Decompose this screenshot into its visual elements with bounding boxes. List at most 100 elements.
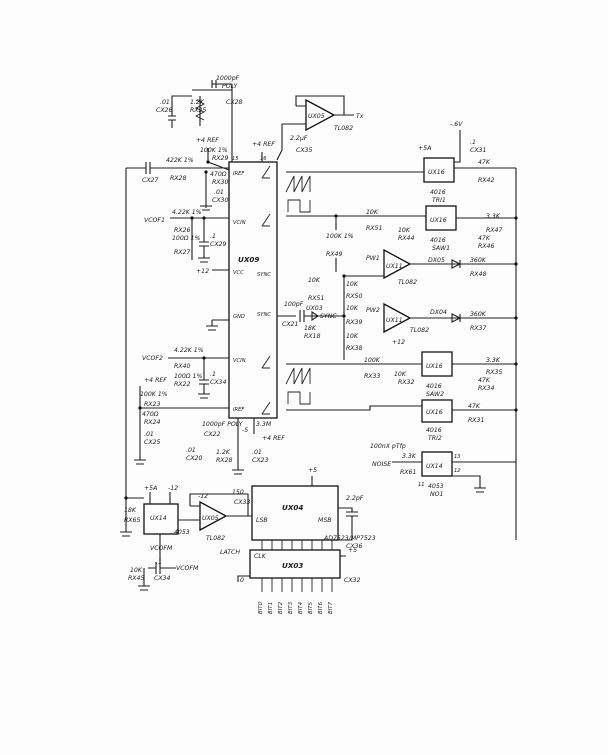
pin-16: 16 [260, 156, 267, 162]
label-latch: LATCH [220, 549, 240, 556]
label-cx20: CX20 [186, 455, 202, 462]
label-rx51: RX51 [308, 295, 324, 302]
label-ux14-noise: UX14 [426, 463, 443, 470]
label-rx23: RX23 [144, 401, 160, 408]
label-33k-rx47: 3.3K [486, 213, 501, 220]
label-470-rx24: 470Ω [142, 411, 159, 418]
ground-cx25 [134, 459, 146, 465]
diode-dx04 [451, 313, 462, 323]
label-plus5-ux03: +5 [348, 547, 357, 554]
ux14-noise-chip [421, 451, 453, 477]
cap-cx34b [148, 562, 176, 574]
ux14-left-chip [143, 503, 179, 535]
sawtooth-wave-1 [285, 175, 311, 193]
label-rx46: RX46 [478, 243, 494, 250]
label-lsb: LSB [256, 517, 268, 524]
label-vcofm-top: VCOFM [150, 545, 173, 552]
ux09-pin-sync1: SYNC [257, 272, 271, 278]
label-360k-rx48: 360K [470, 257, 487, 264]
ground-ux09-bottom [232, 469, 244, 475]
label-33k-rx35: 3.3K [486, 357, 501, 364]
label-d-ux03: UX03 [306, 305, 323, 312]
label-rx50: RX50 [346, 293, 362, 300]
label-470: 470Ω [210, 171, 227, 178]
square-wave-1 [287, 199, 311, 213]
label-18k-rx18: 18K [304, 325, 317, 332]
ground-rx30 [200, 205, 212, 211]
bit6-label: BIT6 [318, 601, 324, 614]
label-gnd0: 0 [240, 577, 244, 584]
wire-left-bus [125, 168, 144, 499]
label-10k-rx51: 10K [308, 277, 321, 284]
label-ux03: UX03 [282, 561, 303, 570]
label-1000pf: 1000pF [216, 75, 240, 82]
label-150: 150 [232, 489, 244, 496]
label-100nx: 100nX pTfp [370, 443, 406, 450]
label-tri1: TRI1 [432, 197, 446, 204]
label-1-cx34b: .1 [156, 559, 162, 566]
ux09-pin-vcin2: VCIN [233, 358, 246, 364]
ground-ux09 [206, 325, 218, 331]
label-rx45-b: RX45 [128, 575, 144, 582]
label-ad7523: AD7523/MP7523 [323, 535, 376, 542]
label-cx25: CX25 [144, 439, 160, 446]
label-rx42: RX42 [478, 177, 494, 184]
cap-cx26 [168, 115, 176, 121]
label-rx28: RX28 [170, 175, 186, 182]
ux04-chip [251, 485, 339, 541]
wire-gnd [211, 319, 229, 326]
opamp-ux11-b [383, 302, 412, 334]
label-cx31: CX31 [470, 147, 486, 154]
wire-ux14-gnd [452, 475, 481, 488]
label-cx28: CX28 [226, 99, 242, 106]
label-422k2: 4.22K 1% [172, 209, 202, 216]
wire-iref2 [139, 386, 229, 460]
label-noise: NOISE [372, 461, 391, 468]
wire-ux08-feedback [189, 493, 249, 516]
ux09-pin-vcc: VCC [233, 270, 244, 276]
label-10k-rx32: 10K [394, 371, 407, 378]
ux16-saw2-chip [421, 351, 453, 377]
label-100k-rx33: 100K [364, 357, 381, 364]
label-100k-1: 100K 1% [200, 147, 228, 154]
label-rx30: RX30 [212, 179, 228, 186]
pin-11: 11 [418, 482, 425, 488]
label-cx23: CX23 [252, 457, 268, 464]
wire-tri2-in [286, 405, 422, 411]
label-neg12-left: -12 [168, 485, 178, 492]
label-10k-rx45-b: 10K [130, 567, 143, 574]
label-22pf: 2.2pF [346, 495, 364, 502]
label-rx61: RX61 [400, 469, 416, 476]
label-rx49: RX49 [326, 251, 342, 258]
label-rx18: RX18 [304, 333, 320, 340]
label-ux16-tri2: UX16 [426, 409, 443, 416]
ground-ux14 [474, 487, 486, 493]
label-1-cx34: .1 [210, 371, 216, 378]
label-rx47: RX47 [486, 227, 502, 234]
ux16-tri2-chip [421, 399, 453, 423]
label-rx37: RX37 [470, 325, 486, 332]
label-cx22: CX22 [204, 431, 220, 438]
label-01-cx25: .01 [144, 431, 154, 438]
ux09-ramp-mark4 [261, 401, 271, 415]
ux09-chip [228, 161, 278, 419]
label-no1: NO1 [430, 491, 443, 498]
label-rx40: RX40 [174, 363, 190, 370]
bit-labels: BIT0 BIT1 BIT2 BIT3 BIT4 BIT5 BIT6 BIT7 [258, 601, 334, 614]
label-rx32: RX32 [398, 379, 414, 386]
ux09-label: UX09 [238, 255, 259, 264]
label-dx04: DX04 [430, 309, 447, 316]
label-1000pf-cx22: 1000pF POLY [202, 421, 244, 428]
wire-ux03-power [237, 555, 346, 582]
label-360k-rx37: 360K [470, 311, 487, 318]
opamp-ux08 [199, 500, 228, 532]
label-100k-rx23: 100K 1% [140, 391, 168, 398]
label-cx34b: CX34 [154, 575, 170, 582]
label-plus12: +12 [196, 268, 209, 275]
pin-15: 15 [232, 156, 239, 162]
label-neg6v: -.6V [450, 121, 463, 128]
label-rx39: RX39 [346, 319, 362, 326]
label-tl082-ux08: TL082 [206, 535, 225, 542]
